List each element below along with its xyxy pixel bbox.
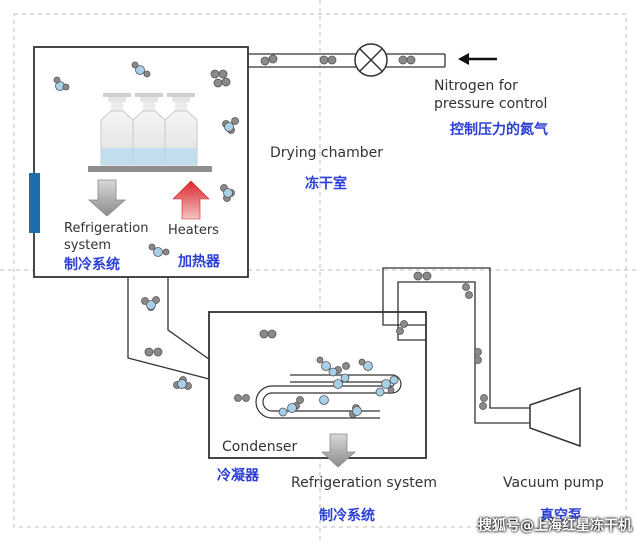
vials <box>100 93 198 166</box>
nitrogen-label-line1: Nitrogen for <box>434 78 518 94</box>
guide-frame <box>13 13 627 528</box>
condenser-label-zh: 冷凝器 <box>217 468 259 484</box>
condenser-label: Condenser <box>222 439 298 455</box>
molecules <box>53 54 488 418</box>
refrigeration-label-line2: system <box>64 238 111 253</box>
vial <box>100 93 134 166</box>
refrigeration-system-label-zh: 制冷系统 <box>319 508 375 524</box>
nitrogen-valve <box>354 43 388 77</box>
watermark: 搜狐号@上海红星冻干机 <box>478 518 632 534</box>
drying-chamber-label-zh: 冻干室 <box>305 176 347 192</box>
vial <box>132 93 166 166</box>
nitrogen-label-line2: pressure control <box>434 96 548 112</box>
refrigeration-label-line1: Refrigeration <box>64 221 149 236</box>
chamber-door-panel <box>29 173 40 233</box>
drying-chamber-label: Drying chamber <box>270 145 383 161</box>
vacuum-pump-icon <box>529 386 581 448</box>
vial-shelf <box>88 166 212 172</box>
heating-arrow-icon <box>172 180 210 220</box>
refrigeration-label-zh: 制冷系统 <box>64 257 120 273</box>
nitrogen-arrow-icon <box>458 53 497 65</box>
nitrogen-pipe <box>248 53 446 68</box>
condenser-refrig-arrow-icon <box>320 433 357 468</box>
refrigeration-system-label: Refrigeration system <box>291 475 438 491</box>
nitrogen-label-zh: 控制压力的氮气 <box>450 122 548 138</box>
cooling-arrow-icon <box>87 179 127 217</box>
vial <box>164 93 198 166</box>
vacuum-pump-label: Vacuum pump <box>503 475 604 491</box>
vacuum-pump-label-zh: 真空泵 <box>540 508 582 524</box>
vacuum-pipe <box>382 267 530 424</box>
chamber-condenser-duct <box>127 277 214 381</box>
heaters-label: Heaters <box>168 223 219 238</box>
heaters-label-zh: 加热器 <box>178 254 220 270</box>
